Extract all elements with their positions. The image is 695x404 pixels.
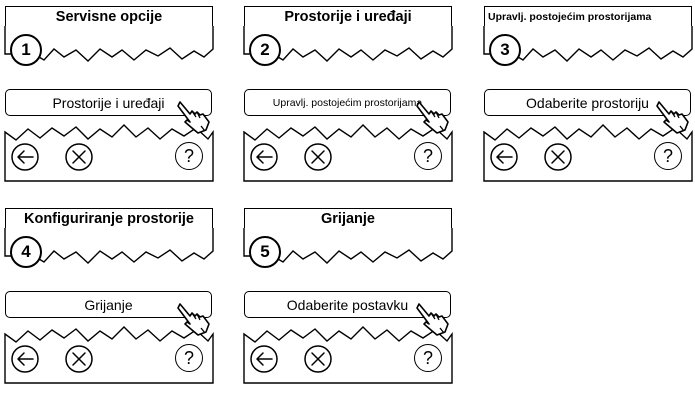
footer-torn-edge (483, 124, 693, 182)
pointing-hand-icon (177, 303, 210, 336)
footer-torn-edge (243, 326, 453, 384)
panel-title: Konfiguriranje prostorije (5, 208, 213, 228)
header-torn-edge (4, 26, 214, 62)
step-number: 1 (10, 34, 42, 66)
step-number: 5 (249, 236, 281, 268)
menu-option-button[interactable]: Odaberite postavku (244, 291, 451, 318)
help-question-icon[interactable]: ? (654, 142, 682, 170)
pointing-hand-icon (416, 303, 449, 336)
footer-torn-edge (243, 124, 453, 182)
help-question-icon[interactable]: ? (414, 344, 442, 372)
step-number: 3 (489, 34, 521, 66)
cancel-x-icon[interactable] (64, 344, 94, 374)
cancel-x-icon[interactable] (543, 142, 573, 172)
pointing-hand-icon (416, 101, 449, 134)
header-torn-edge (243, 26, 453, 62)
menu-option-button[interactable]: Prostorije i uređaji (5, 89, 212, 116)
panel-outline (483, 26, 693, 182)
panel-title: Upravlj. postojećim prostorijama (484, 6, 692, 26)
back-arrow-icon[interactable] (10, 344, 40, 374)
panel-title: Grijanje (244, 208, 452, 228)
cancel-x-icon[interactable] (303, 344, 333, 374)
back-arrow-icon[interactable] (489, 142, 519, 172)
menu-option-button[interactable]: Upravlj. postojećim prostorijama (244, 89, 451, 116)
back-arrow-icon[interactable] (249, 344, 279, 374)
pointing-hand-icon (656, 101, 689, 134)
panel-outline (243, 26, 453, 182)
pointing-hand-icon (177, 101, 210, 134)
step-number: 4 (10, 236, 42, 268)
panel-title: Prostorije i uređaji (244, 6, 452, 26)
cancel-x-icon[interactable] (303, 142, 333, 172)
panel-outline (243, 228, 453, 384)
back-arrow-icon[interactable] (249, 142, 279, 172)
help-question-icon[interactable]: ? (175, 142, 203, 170)
back-arrow-icon[interactable] (10, 142, 40, 172)
footer-torn-edge (4, 124, 214, 182)
step-number: 2 (249, 34, 281, 66)
panel-title: Servisne opcije (5, 6, 213, 26)
header-torn-edge (483, 26, 693, 62)
menu-option-button[interactable]: Grijanje (5, 291, 212, 318)
help-question-icon[interactable]: ? (414, 142, 442, 170)
panel-outline (4, 228, 214, 384)
help-question-icon[interactable]: ? (175, 344, 203, 372)
menu-option-button[interactable]: Odaberite prostoriju (484, 89, 691, 116)
footer-torn-edge (4, 326, 214, 384)
header-torn-edge (243, 228, 453, 264)
cancel-x-icon[interactable] (64, 142, 94, 172)
panel-outline (4, 26, 214, 182)
header-torn-edge (4, 228, 214, 264)
